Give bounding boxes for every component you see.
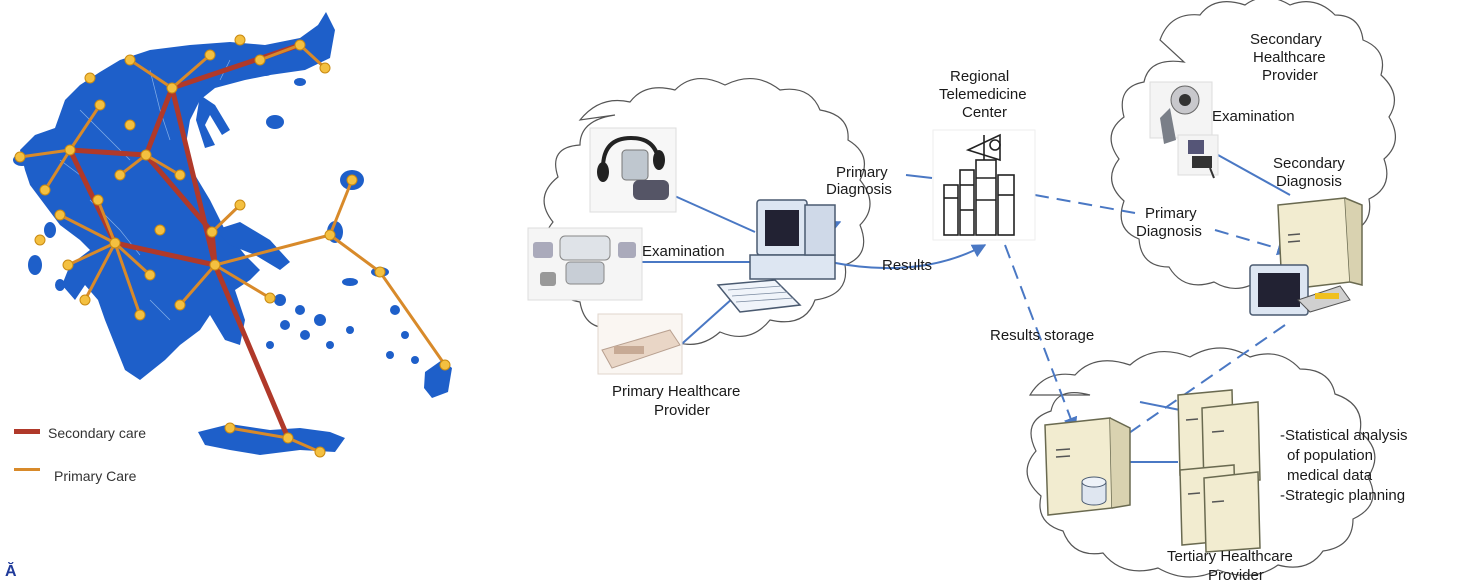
map-islands-cyclades (266, 294, 354, 349)
examination-label: Examination (642, 243, 725, 260)
telemedicine-center-labels: Regional Telemedicine Center (939, 68, 1027, 121)
scanner-device-image (1149, 81, 1213, 144)
secondary-provider-labels: Secondary Healthcare Provider Examinatio… (1136, 31, 1345, 240)
caption-glyph: Ă (5, 563, 17, 580)
primary-diagnosis-label-2: Diagnosis (826, 181, 892, 198)
ecg-device-image (597, 313, 683, 375)
primary-diagnosis-label-1: Primary (836, 164, 888, 181)
tertiary-note-1: -Statistical analysis (1280, 427, 1408, 444)
legend-label-secondary: Secondary care (48, 425, 146, 441)
legend-swatch-secondary (14, 429, 40, 434)
map-island-lemnos (266, 115, 284, 129)
map-islands-dodecanese (386, 305, 419, 364)
greece-map: Secondary care Primary Care (13, 12, 452, 484)
primary-computer-icon (716, 199, 836, 313)
secondary-diagnosis-label-1: Secondary (1273, 155, 1345, 172)
legend-label-primary: Primary Care (54, 468, 137, 484)
secondary-provider-name-line2: Healthcare (1253, 49, 1326, 66)
secondary-examination-label: Examination (1212, 108, 1295, 125)
primary-provider-name-line1: Primary Healthcare (612, 383, 740, 400)
tertiary-provider-cloud (1026, 347, 1376, 578)
map-island-ikaria (342, 278, 358, 286)
primary-provider-labels: Primary Diagnosis Examination Primary He… (612, 164, 892, 419)
map-land-chalkidiki (196, 95, 230, 148)
secondary-diagnosis-label-2: Diagnosis (1276, 173, 1342, 190)
tertiary-note-2: of population (1287, 447, 1373, 464)
monitor-device-image (527, 227, 643, 301)
map-nodes (14, 34, 451, 458)
workstation-image (1177, 134, 1219, 179)
tertiary-provider-labels: -Statistical analysis of population medi… (1167, 427, 1408, 584)
secondary-provider-name-line3: Provider (1262, 67, 1318, 84)
primary-provider-name-line2: Provider (654, 402, 710, 419)
incoming-primary-diagnosis-label-1: Primary (1145, 205, 1197, 222)
map-island-samothraki (294, 78, 306, 86)
secondary-provider-name-line1: Secondary (1250, 31, 1322, 48)
tertiary-provider-name-line1: Tertiary Healthcare (1167, 548, 1293, 565)
diagram-connections (640, 144, 1292, 469)
telemedicine-label-1: Regional (950, 68, 1009, 85)
telemedicine-label-2: Telemedicine (939, 86, 1027, 103)
telemedicine-center-icon (932, 129, 1036, 241)
results-storage-label: Results storage (990, 327, 1094, 344)
results-label: Results (882, 257, 932, 274)
map-legend: Secondary care Primary Care (14, 425, 146, 484)
tertiary-note-3: medical data (1287, 467, 1373, 484)
map-island-thasos (256, 64, 274, 76)
legend-swatch-primary (14, 468, 40, 471)
headset-device-image (589, 127, 677, 213)
tertiary-provider-name-line2: Provider (1208, 567, 1264, 584)
incoming-primary-diagnosis-label-2: Diagnosis (1136, 223, 1202, 240)
tertiary-storage-server-icon (1044, 417, 1131, 516)
secondary-server-icon (1249, 197, 1363, 316)
map-land-evia (215, 222, 290, 270)
tertiary-server-cluster-icon (1177, 389, 1261, 553)
telemedicine-label-3: Center (962, 104, 1007, 121)
tertiary-note-4: -Strategic planning (1280, 487, 1405, 504)
